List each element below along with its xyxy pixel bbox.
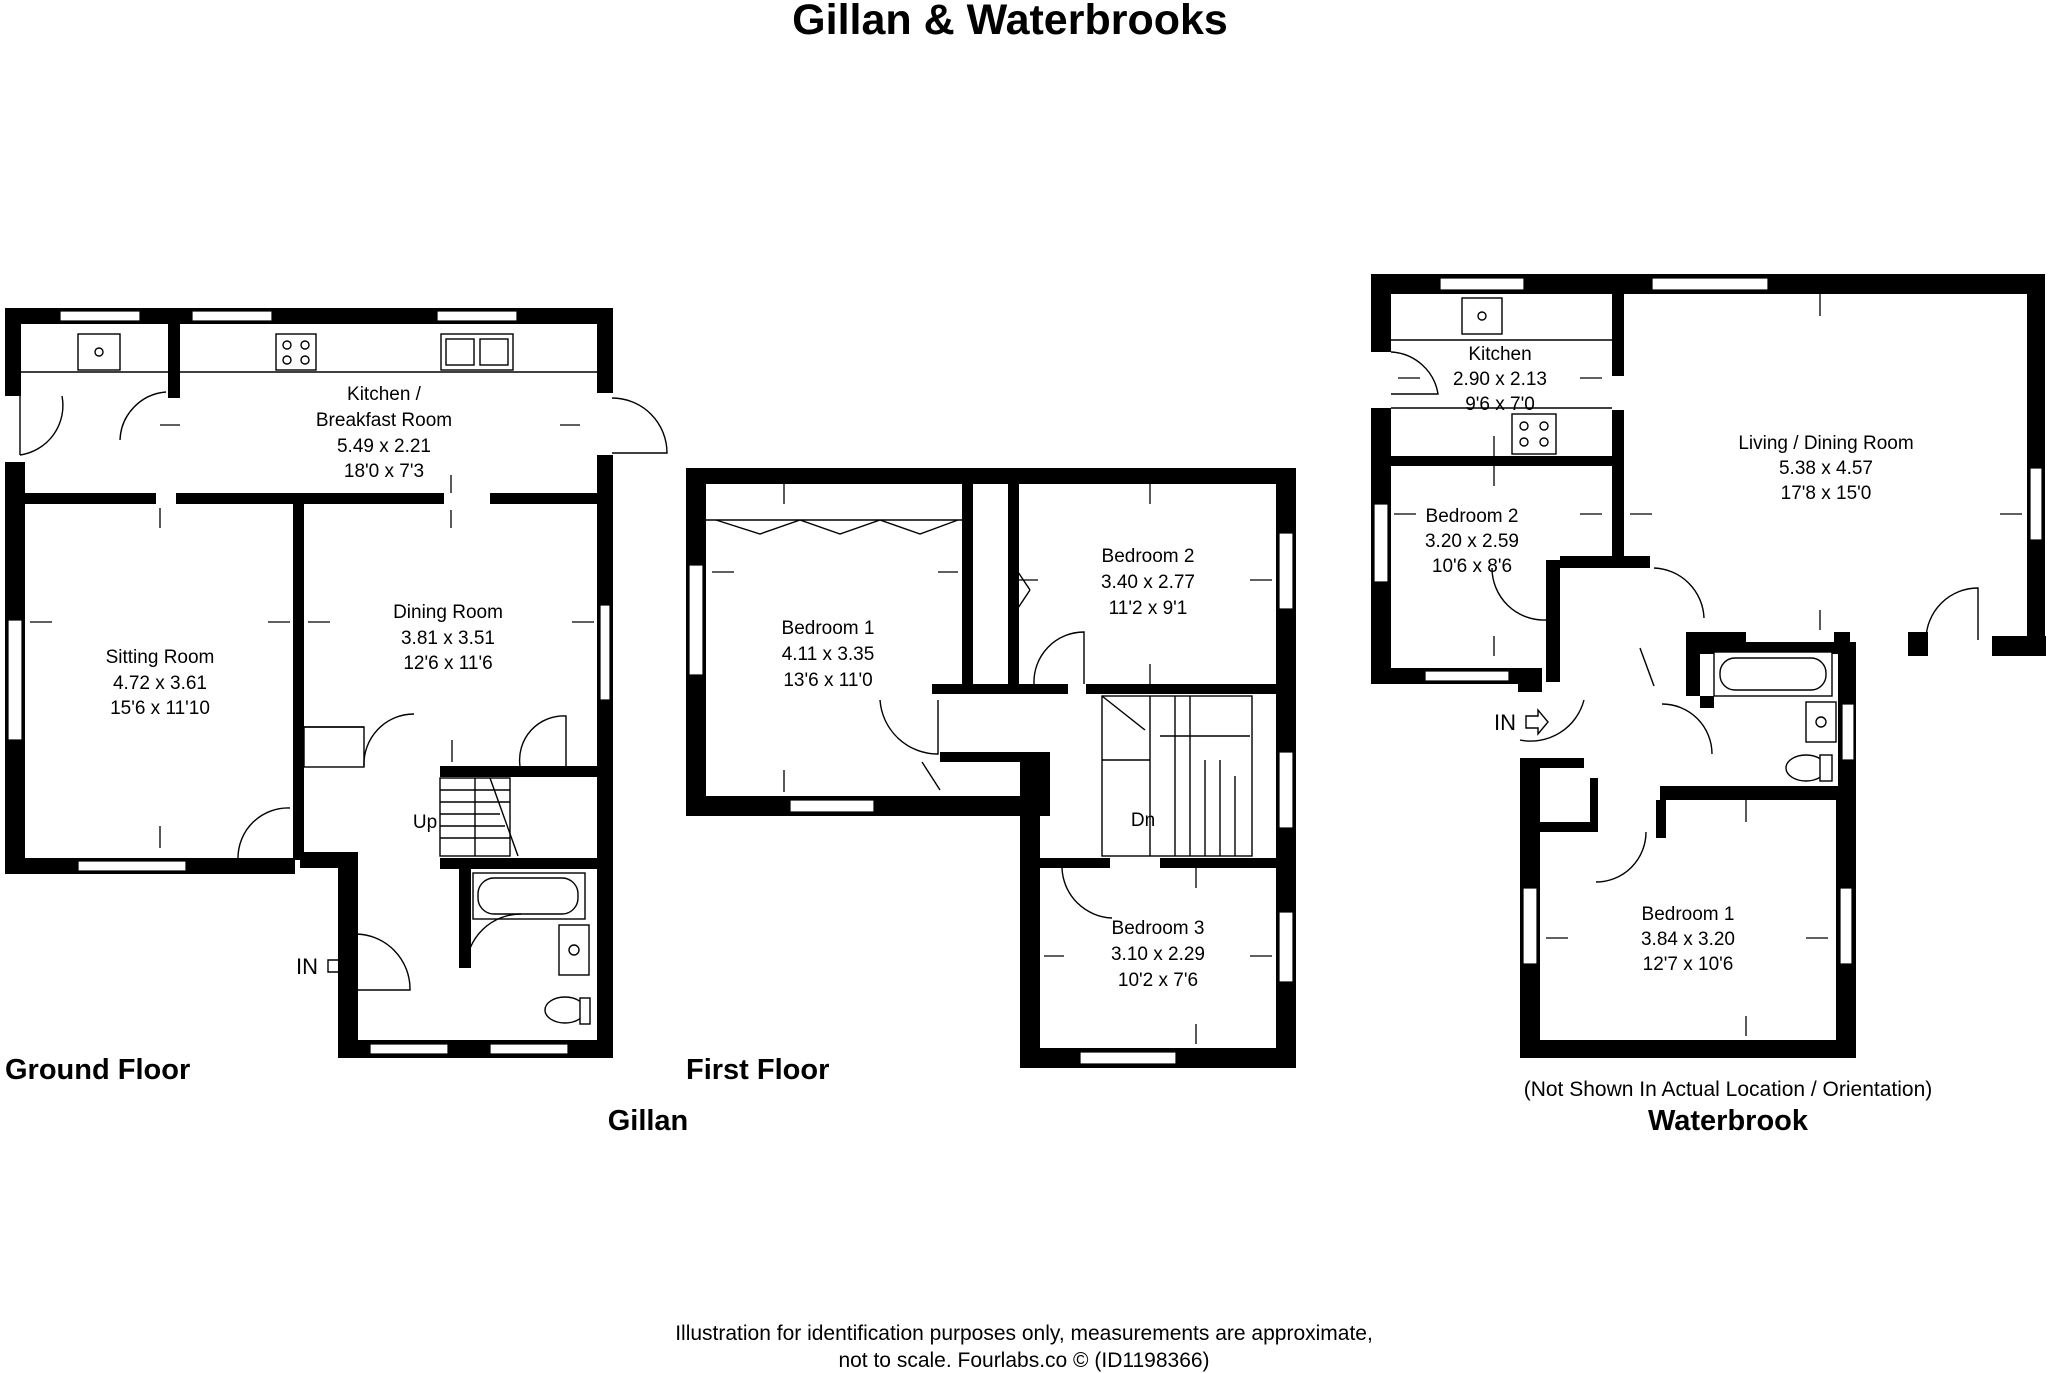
svg-text:18'0 x 7'3: 18'0 x 7'3 bbox=[344, 461, 424, 482]
svg-text:Sitting Room: Sitting Room bbox=[106, 647, 215, 668]
gillan-property-label: Gillan bbox=[608, 1105, 689, 1137]
svg-text:Bedroom 2: Bedroom 2 bbox=[1426, 506, 1519, 527]
svg-text:Kitchen /: Kitchen / bbox=[347, 384, 422, 405]
svg-text:Kitchen: Kitchen bbox=[1468, 344, 1531, 365]
waterbrook-property-label: Waterbrook bbox=[1648, 1105, 1809, 1137]
waterbrook-entrance-arrow-icon bbox=[1525, 708, 1549, 736]
svg-text:15'6 x 11'10: 15'6 x 11'10 bbox=[110, 698, 210, 719]
gillan-ground-floor-plan bbox=[5, 308, 668, 1058]
svg-text:Bedroom 3: Bedroom 3 bbox=[1112, 918, 1205, 939]
first-floor-bedroom-1-label: Bedroom 1 4.11 x 3.35 13'6 x 11'0 bbox=[782, 618, 875, 691]
svg-text:17'8 x 15'0: 17'8 x 15'0 bbox=[1781, 483, 1872, 504]
gillan-entrance-label: IN bbox=[296, 954, 318, 979]
gillan-entrance-arrow-icon bbox=[327, 952, 351, 980]
svg-text:Living / Dining Room: Living / Dining Room bbox=[1738, 433, 1913, 454]
dining-room-label: Dining Room 3.81 x 3.51 12'6 x 11'6 bbox=[393, 602, 503, 674]
svg-text:9'6 x 7'0: 9'6 x 7'0 bbox=[1465, 394, 1535, 415]
disclaimer-line-1: Illustration for identification purposes… bbox=[675, 1322, 1373, 1345]
svg-text:13'6 x 11'0: 13'6 x 11'0 bbox=[783, 670, 872, 691]
first-floor-bedroom-3-label: Bedroom 3 3.10 x 2.29 10'2 x 7'6 bbox=[1111, 918, 1205, 991]
waterbrook-bedroom-2-label: Bedroom 2 3.20 x 2.59 10'6 x 8'6 bbox=[1425, 506, 1519, 577]
svg-text:12'7 x 10'6: 12'7 x 10'6 bbox=[1643, 954, 1734, 975]
svg-text:5.49 x 2.21: 5.49 x 2.21 bbox=[337, 436, 431, 457]
svg-text:3.81 x 3.51: 3.81 x 3.51 bbox=[401, 628, 495, 649]
svg-text:3.20 x 2.59: 3.20 x 2.59 bbox=[1425, 531, 1519, 552]
disclaimer-line-2: not to scale. Fourlabs.co © (ID1198366) bbox=[838, 1349, 1209, 1372]
waterbrook-living-dining-room-label: Living / Dining Room 5.38 x 4.57 17'8 x … bbox=[1738, 433, 1913, 504]
waterbrook-bedroom-1-label: Bedroom 1 3.84 x 3.20 12'7 x 10'6 bbox=[1641, 904, 1735, 975]
svg-text:10'2 x 7'6: 10'2 x 7'6 bbox=[1118, 970, 1198, 991]
first-floor-bedroom-2-label: Bedroom 2 3.40 x 2.77 11'2 x 9'1 bbox=[1101, 546, 1195, 619]
ground-floor-label: Ground Floor bbox=[5, 1054, 190, 1086]
kitchen-breakfast-room-label: Kitchen / Breakfast Room 5.49 x 2.21 18'… bbox=[316, 384, 452, 482]
sitting-room-label: Sitting Room 4.72 x 3.61 15'6 x 11'10 bbox=[106, 647, 215, 719]
svg-text:12'6 x 11'6: 12'6 x 11'6 bbox=[403, 653, 492, 674]
svg-text:4.72 x 3.61: 4.72 x 3.61 bbox=[113, 673, 207, 694]
svg-text:10'6 x 8'6: 10'6 x 8'6 bbox=[1432, 556, 1512, 577]
svg-text:4.11 x 3.35: 4.11 x 3.35 bbox=[782, 644, 875, 665]
stairs-up-label: Up bbox=[413, 812, 437, 833]
svg-text:Bedroom 2: Bedroom 2 bbox=[1102, 546, 1195, 567]
svg-text:5.38 x 4.57: 5.38 x 4.57 bbox=[1779, 458, 1873, 479]
first-floor-label: First Floor bbox=[686, 1054, 829, 1086]
stairs-down-label: Dn bbox=[1131, 810, 1155, 831]
waterbrook-entrance-label: IN bbox=[1494, 710, 1516, 735]
svg-text:3.10 x 2.29: 3.10 x 2.29 bbox=[1111, 944, 1205, 965]
svg-text:Bedroom 1: Bedroom 1 bbox=[1642, 904, 1735, 925]
waterbrook-kitchen-label: Kitchen 2.90 x 2.13 9'6 x 7'0 bbox=[1453, 344, 1547, 415]
svg-text:2.90 x 2.13: 2.90 x 2.13 bbox=[1453, 369, 1547, 390]
svg-text:3.84 x 3.20: 3.84 x 3.20 bbox=[1641, 929, 1735, 950]
svg-text:3.40 x 2.77: 3.40 x 2.77 bbox=[1101, 572, 1195, 593]
waterbrook-floor-plan bbox=[1371, 274, 2046, 1058]
svg-text:11'2 x 9'1: 11'2 x 9'1 bbox=[1109, 598, 1188, 619]
waterbrook-orientation-note: (Not Shown In Actual Location / Orientat… bbox=[1524, 1078, 1933, 1101]
gillan-first-floor-plan bbox=[686, 468, 1296, 1068]
svg-text:Bedroom 1: Bedroom 1 bbox=[782, 618, 875, 639]
svg-text:Dining Room: Dining Room bbox=[393, 602, 503, 623]
page-title: Gillan & Waterbrooks bbox=[792, 0, 1228, 44]
svg-text:Breakfast Room: Breakfast Room bbox=[316, 410, 452, 431]
